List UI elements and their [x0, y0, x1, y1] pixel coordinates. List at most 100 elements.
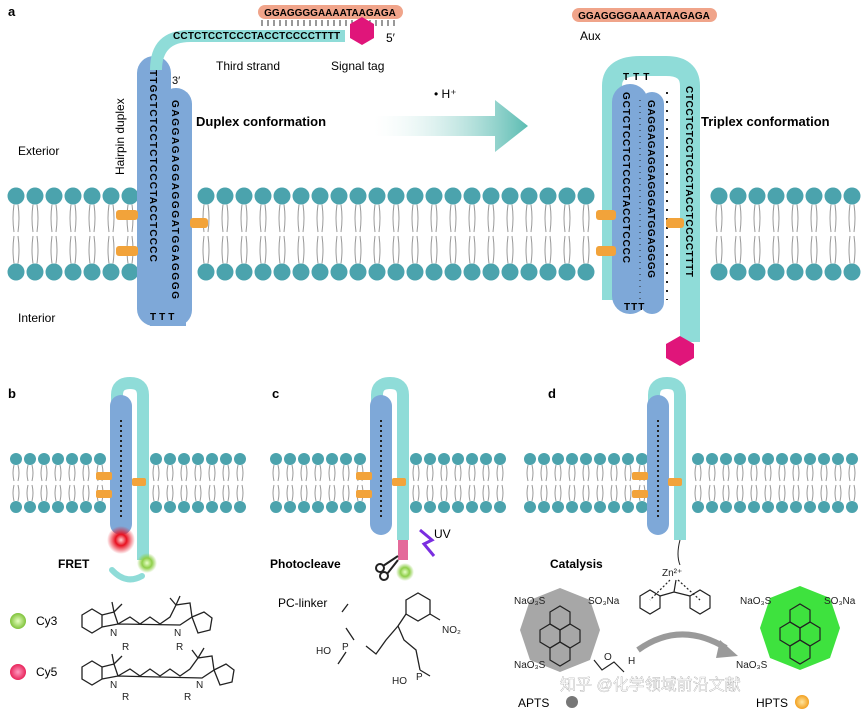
lipid-tail [26, 464, 34, 482]
lipid-head [387, 187, 405, 205]
signal-tag-triplex [666, 336, 694, 366]
lipid-head [452, 453, 464, 465]
lipid-tail [554, 464, 562, 482]
lipid-head [24, 453, 36, 465]
lipid-head [720, 501, 732, 513]
lipid-head [786, 263, 804, 281]
lipid-tail [82, 464, 90, 482]
lipid-head [26, 263, 44, 281]
pc-fluorophore [396, 563, 414, 581]
lipid-tail [834, 484, 842, 502]
lipid-tail [194, 464, 202, 482]
fret-caption: FRET [58, 557, 90, 571]
lipid-head [292, 263, 310, 281]
lipid-head [206, 501, 218, 513]
apts-naos3s-bottom: NaO₃S [514, 660, 546, 671]
lipid-head [767, 263, 785, 281]
lipid-tail [791, 204, 799, 233]
pc-third-strand [371, 376, 409, 540]
lipid-tail [221, 235, 229, 264]
lipid-tail [328, 484, 336, 502]
cy3-legend-dot [10, 613, 26, 629]
lipid-head [197, 187, 215, 205]
lipid-tail [88, 204, 96, 233]
lipid-tail [525, 235, 533, 264]
lipid-head [192, 453, 204, 465]
lipid-head [466, 501, 478, 513]
lipid-tail [468, 204, 476, 233]
lipid-tail [468, 484, 476, 502]
lipid-tail [468, 235, 476, 264]
lipid-tail [778, 464, 786, 482]
anchor-triplex-upper [596, 210, 616, 220]
lipid-tail [430, 235, 438, 264]
lipid-tail [286, 484, 294, 502]
lipid-head [494, 501, 506, 513]
lipid-tail [708, 484, 716, 502]
lipid-head [452, 501, 464, 513]
fret-anchor-2 [96, 490, 112, 498]
lipid-head [580, 453, 592, 465]
lipid-head [692, 501, 704, 513]
third-strand-label: Third strand [216, 59, 280, 73]
lipid-head [720, 453, 732, 465]
apts-label: APTS [518, 696, 549, 710]
cy3-n2: N [174, 628, 181, 639]
lipid-head [424, 453, 436, 465]
catalysis-arrowhead [716, 640, 738, 658]
lipid-head [24, 501, 36, 513]
cy3-r1: R [122, 642, 129, 653]
conformation-arrow [374, 100, 528, 152]
hpts-naos3s-bottom: NaO₃S [736, 660, 768, 671]
lipid-head [482, 263, 500, 281]
lipid-tail [454, 464, 462, 482]
lipid-tail [506, 204, 514, 233]
triplex-third-strand-arc [602, 56, 700, 300]
lipid-tail [69, 204, 77, 233]
lipid-head [273, 187, 291, 205]
hairpin-right-seq: GAGGAGAGGAGGGATGGAGGGG [169, 100, 180, 301]
lipid-head [298, 501, 310, 513]
lipid-tail [314, 484, 322, 502]
lipid-tail [468, 464, 476, 482]
aux-strand-seq-right: GGAGGGGAAAATAAGAGA [578, 11, 710, 22]
lipid-head [734, 501, 746, 513]
panel-c-label: c [272, 386, 279, 401]
membrane-panel-b [10, 453, 246, 513]
lipid-tail [736, 484, 744, 502]
lipid-tail [222, 464, 230, 482]
lipid-tail [412, 484, 420, 502]
lipid-head [577, 263, 595, 281]
cat-anchor-2 [632, 490, 648, 498]
lipid-head [824, 263, 842, 281]
lipid-head [577, 187, 595, 205]
lipid-tail [240, 235, 248, 264]
fret-transfer-arrow [109, 567, 145, 583]
lipid-head [80, 453, 92, 465]
lipid-head [438, 453, 450, 465]
lipid-tail [297, 204, 305, 233]
lipid-head [748, 263, 766, 281]
proton-label: • H⁺ [434, 87, 457, 101]
lipid-tail [806, 484, 814, 502]
lipid-tail [222, 484, 230, 502]
lipid-tail [342, 464, 350, 482]
membrane-panel-a [7, 187, 861, 281]
lipid-tail [848, 235, 856, 264]
lipid-tail [328, 464, 336, 482]
lipid-head [284, 453, 296, 465]
cat-anchor-3 [668, 478, 682, 486]
lipid-head [520, 187, 538, 205]
hpts-so3na-top: SO₃Na [824, 596, 856, 607]
lipid-head [444, 187, 462, 205]
lipid-tail [297, 235, 305, 264]
hairpin-loop [150, 300, 186, 326]
lipid-tail [568, 464, 576, 482]
lipid-tail [202, 235, 210, 264]
lipid-head [94, 453, 106, 465]
lipid-tail [208, 484, 216, 502]
cy5-n: N [110, 680, 117, 691]
lipid-tail [300, 464, 308, 482]
lipid-tail [610, 464, 618, 482]
lipid-head [843, 187, 861, 205]
